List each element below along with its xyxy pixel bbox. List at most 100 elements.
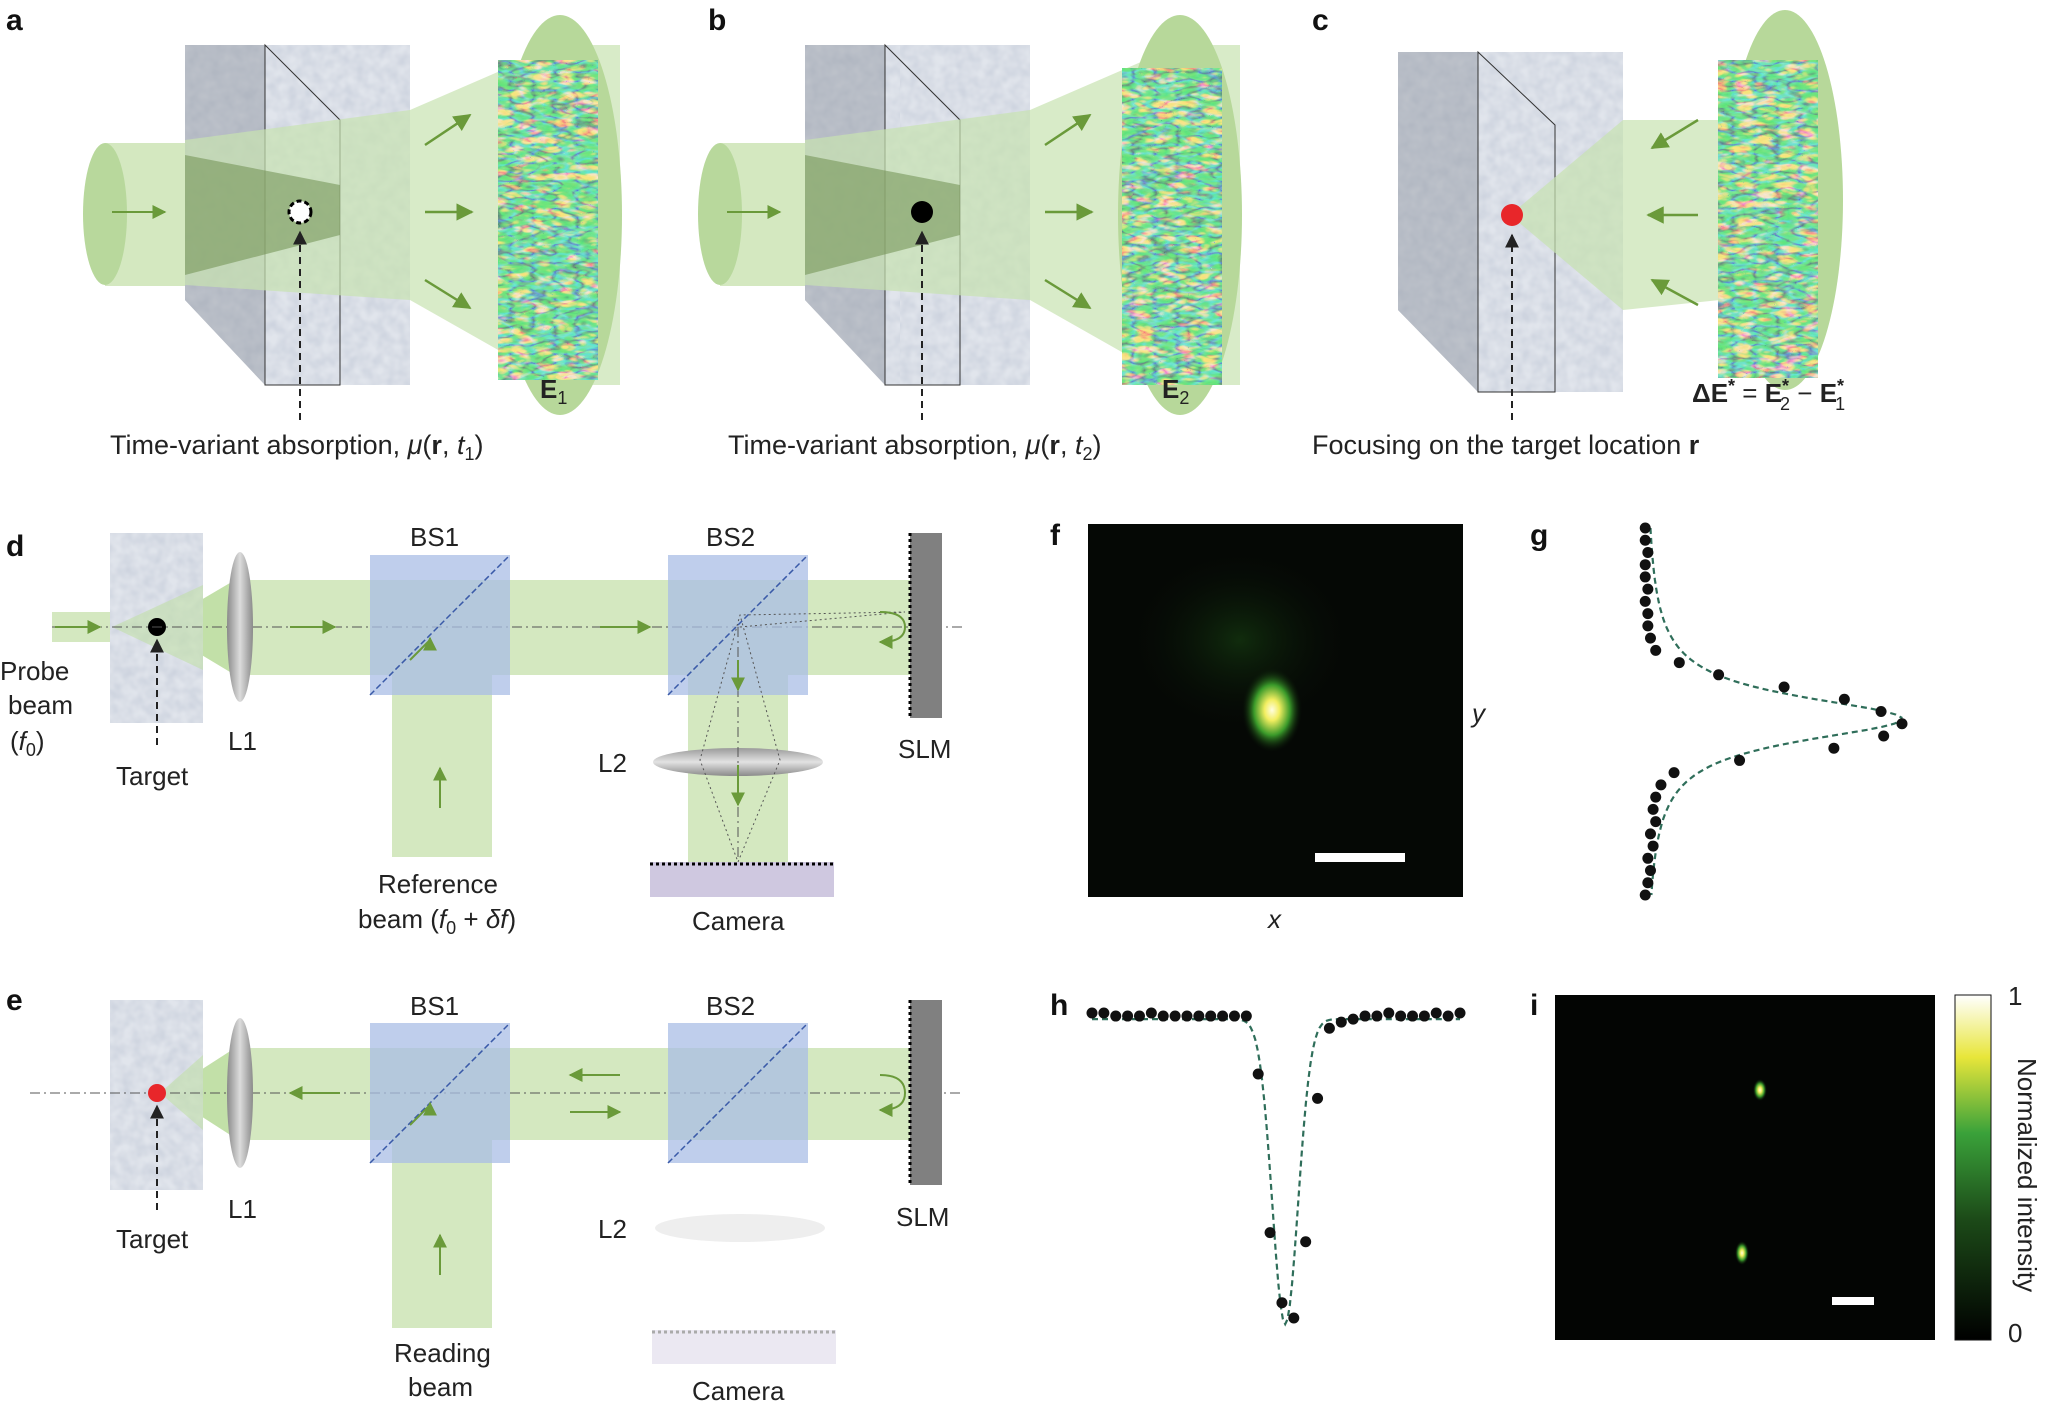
label-probe-3: (f0) [10,726,45,760]
data-point [1734,754,1746,766]
data-point [1828,742,1840,754]
data-point [1300,1236,1312,1248]
focus-target-red [1501,204,1523,226]
label-l2-e: L2 [598,1214,627,1244]
data-point [1639,534,1651,546]
caption-c: Focusing on the target location r [1312,430,1700,460]
label-bs2-e: BS2 [706,991,755,1021]
axis-y-label: y [1470,698,1487,728]
scatter-arrow-down [424,278,472,310]
data-point [1838,693,1850,705]
label-camera-e: Camera [692,1376,785,1406]
data-point [1217,1010,1229,1022]
colorbar [1954,994,1992,1341]
panel-label-f: f [1050,519,1061,552]
label-l1-e: L1 [228,1194,257,1224]
data-point [1418,1010,1430,1022]
lens-l2-e [655,1214,825,1242]
data-point [1430,1007,1442,1019]
reading-beam-path [392,1140,492,1328]
phase-conjugate-beam [235,1048,935,1140]
panel-b: b E2 Time-variant absorption, μ(r, t2) [698,4,1242,464]
data-point [1875,706,1887,717]
data-point [1668,767,1680,779]
data-point [1347,1013,1359,1025]
camera-e [652,1330,836,1364]
data-point [1086,1007,1098,1019]
panel-label-c: c [1312,4,1329,37]
panel-h: h [1050,989,1466,1327]
scatter-arrow-up [424,113,472,147]
colorbar-min: 0 [2008,1318,2022,1348]
panel-e: e BS1 BS2 L1 L2 SLM Target Reading beam … [6,984,960,1406]
target-dot-e [148,1084,166,1102]
svg-text:E1: E1 [540,374,567,408]
label-l1-d: L1 [228,726,257,756]
fit-curve-h [1092,1018,1460,1327]
target-absorber-on [911,201,933,223]
data-point [1288,1312,1300,1324]
data-point [1647,803,1659,815]
panel-label-e: e [6,984,23,1017]
data-point [1639,889,1651,901]
panel-label-a: a [6,4,23,37]
target-absorber-off [287,199,313,225]
data-point [1145,1007,1157,1019]
data-point [1312,1092,1324,1104]
panel-label-d: d [6,530,24,563]
equation-delta-e: ΔE* = E*2 − E*1 [1692,376,1845,414]
data-points-g [1639,522,1908,901]
data-point [1639,571,1651,583]
data-point [1133,1010,1145,1022]
data-point [1644,865,1656,877]
focus-spot [1242,668,1302,752]
data-point [1205,1010,1217,1022]
label-reading-2: beam [408,1372,473,1402]
scale-bar-i [1832,1297,1874,1305]
data-point [1157,1010,1169,1022]
data-point [1644,632,1656,644]
panel-label-b: b [708,4,726,37]
label-probe-1: Probe [0,656,69,686]
label-reference-1: Reference [378,869,498,899]
data-point [1383,1007,1395,1019]
field-label-e1: E [540,374,557,404]
lens-l1-e [227,1018,253,1168]
caption-b: Time-variant absorption, μ(r, t2) [728,430,1101,464]
data-point [1098,1007,1110,1019]
axis-x-label: x [1266,904,1282,934]
data-point [1323,1022,1335,1034]
panel-label-i: i [1530,989,1538,1022]
label-target-d: Target [116,761,189,791]
label-slm-e: SLM [896,1202,949,1232]
lens-l1-d [227,552,253,702]
panel-d: d [0,522,965,938]
camera-d [650,862,834,897]
data-point [1655,779,1667,791]
data-point [1639,559,1651,571]
data-point [1228,1010,1240,1022]
data-point [1252,1068,1264,1080]
data-point [1713,669,1725,681]
data-point [1193,1010,1205,1022]
focus-spot-upper [1753,1079,1767,1101]
slm-d [910,533,942,718]
label-camera-d: Camera [692,906,785,936]
data-point [1639,595,1651,607]
scale-bar-f [1315,853,1405,862]
field-label-e2: E [1162,374,1179,404]
data-point [1642,608,1654,620]
svg-text:E2: E2 [1162,374,1189,408]
data-point [1650,644,1662,656]
data-point [1642,852,1654,864]
label-target-e: Target [116,1224,189,1254]
data-point [1642,877,1654,889]
slm-e [910,1000,942,1185]
data-point [1335,1016,1347,1028]
data-point [1407,1010,1419,1022]
fit-curve-g [1649,527,1903,896]
label-reference-2: beam (f0 + δf) [358,904,516,938]
caption-a: Time-variant absorption, μ(r, t1) [110,430,483,464]
data-point [1395,1010,1407,1022]
data-point [1181,1010,1193,1022]
